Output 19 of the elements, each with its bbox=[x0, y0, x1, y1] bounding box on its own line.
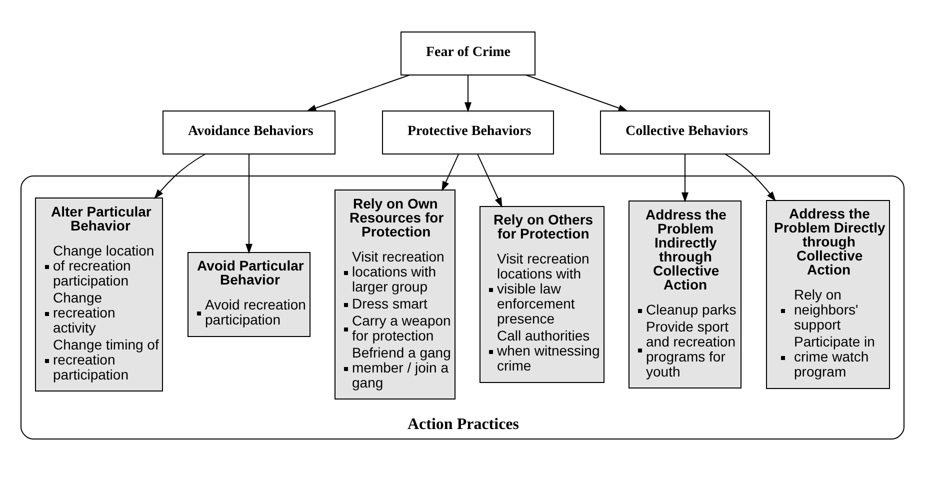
arrow bbox=[464, 74, 472, 112]
arrow bbox=[477, 154, 502, 208]
node-box: Alter Particular Behavior Change location of recreation participation Change recreation activity Change timing of recreation participation bbox=[35, 198, 163, 392]
arrow bbox=[154, 154, 206, 200]
node-box: Avoidance Behaviors bbox=[162, 110, 336, 154]
node-box: Address the Problem Directly through Collective Action Rely on neighbors' support Participate in crime watch program bbox=[766, 200, 890, 389]
arrow bbox=[525, 74, 628, 112]
node-box: Fear of Crime bbox=[400, 32, 536, 76]
node-box: Rely on Others for Protection Visit recreation locations with visible law enforcement presence Call authorities when witnessing crime bbox=[480, 206, 604, 383]
arrow bbox=[306, 74, 410, 112]
node-box: Address the Problem Indirectly through Collective Action Cleanup parks Provide sport and recreation programs for youth bbox=[628, 200, 742, 388]
node-box: Collective Behaviors bbox=[600, 110, 770, 154]
node-box: Avoid Particular Behavior Avoid recreation participation bbox=[188, 252, 310, 337]
node-box: Protective Behaviors bbox=[382, 110, 554, 154]
node-box: Rely on Own Resources for Protection Visit recreation locations with larger group Dress smart Carry a weapon for protection Befriend a gang member / join a gang bbox=[334, 190, 456, 400]
arrow bbox=[246, 154, 252, 254]
arrow bbox=[724, 154, 776, 202]
arrow bbox=[442, 154, 460, 192]
arrow bbox=[682, 154, 688, 202]
